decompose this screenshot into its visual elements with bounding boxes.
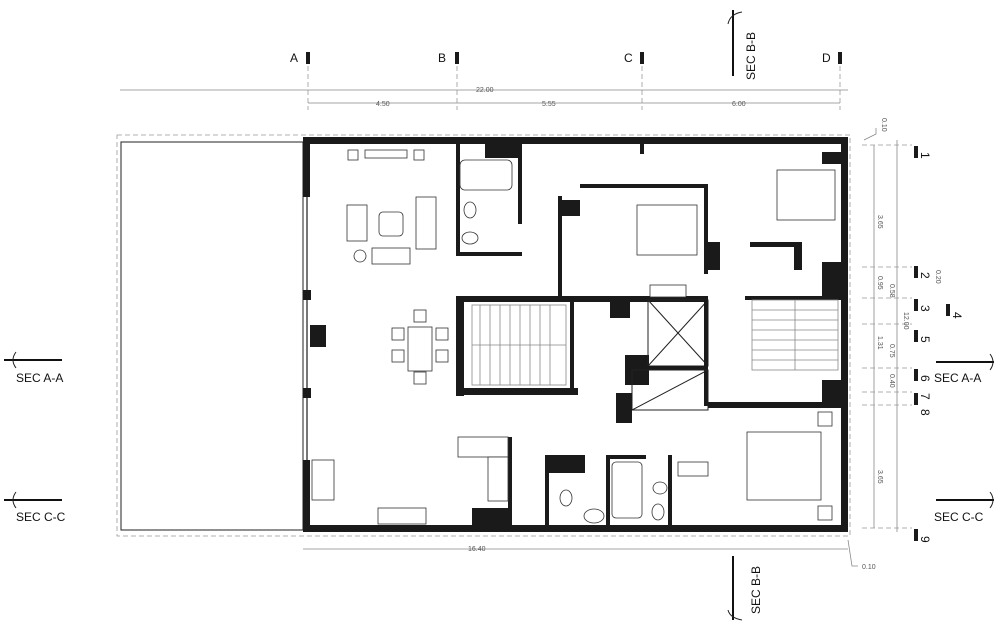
grid-label-5: 5 xyxy=(918,336,932,343)
bathtub xyxy=(611,461,643,519)
grid-label-b: B xyxy=(438,51,446,65)
dim-total-depth: 12.00 xyxy=(902,312,909,330)
kitchen-sink xyxy=(377,507,427,525)
grid-label-6: 6 xyxy=(918,375,932,382)
bottom-dimensions: 16.40 0.10 xyxy=(303,539,876,571)
grid-label-8: 8 xyxy=(918,409,932,416)
dim-offset-bottom: 0.10 xyxy=(862,564,876,571)
grid-label-c: C xyxy=(624,51,633,65)
dim-row-8-9: 3.65 xyxy=(876,470,883,484)
section-markers-left: SEC A-A SEC C-C xyxy=(4,351,66,524)
building xyxy=(116,134,851,537)
sink xyxy=(652,481,668,495)
dim-span-bc: 5.55 xyxy=(542,101,556,108)
dim-span-ab: 4.50 xyxy=(376,101,390,108)
dim-row-2-4: 0.20 xyxy=(934,270,941,284)
sofa xyxy=(371,247,411,265)
right-dimensions: 3.65 0.95 0.20 0.58 12.00 1.31 0.75 0.40… xyxy=(862,118,941,532)
dim-offset-top: 0.10 xyxy=(880,118,887,132)
grid-label-a: A xyxy=(290,51,298,65)
bed xyxy=(636,204,698,256)
sink xyxy=(583,508,605,524)
coffee-table xyxy=(378,211,404,237)
grid-label-9: 9 xyxy=(918,536,932,543)
grid-label-7: 7 xyxy=(918,393,932,400)
section-marker-bb-bottom: SEC B-B xyxy=(727,556,763,621)
dim-row-3-5: 0.58 xyxy=(888,284,895,298)
desk xyxy=(649,284,687,298)
stove xyxy=(487,456,509,502)
staircase-2 xyxy=(751,299,839,371)
toilet xyxy=(559,489,573,507)
section-label-cc-left: SEC C-C xyxy=(16,510,66,524)
sink xyxy=(461,231,479,245)
kitchen-counter xyxy=(457,436,509,458)
tv-unit xyxy=(364,149,408,159)
section-label-bb-bottom: SEC B-B xyxy=(749,566,763,614)
dim-row-5-6: 1.31 xyxy=(876,336,883,350)
dim-span-cd: 6.00 xyxy=(732,101,746,108)
section-label-aa-right: SEC A-A xyxy=(934,371,981,385)
bed xyxy=(776,169,836,221)
grid-label-d: D xyxy=(822,51,831,65)
top-dimensions: 22.00 4.50 5.55 6.00 xyxy=(120,87,848,108)
toilet xyxy=(463,201,477,219)
sofa xyxy=(415,196,437,250)
section-label-aa-left: SEC A-A xyxy=(16,371,63,385)
grid-label-2: 2 xyxy=(918,272,932,279)
furniture xyxy=(311,149,836,525)
dining-table xyxy=(407,326,433,372)
grid-row-markers: 1 2 3 4 5 6 7 8 9 xyxy=(914,146,964,543)
dim-row-7-8: 0.40 xyxy=(888,374,895,388)
dim-row-1-2: 3.65 xyxy=(876,215,883,229)
dim-row-2-3: 0.95 xyxy=(876,276,883,290)
section-markers-right: SEC A-A SEC C-C xyxy=(934,353,994,524)
grid-column-markers: A B C D xyxy=(290,51,842,110)
section-label-bb-top: SEC B-B xyxy=(744,32,758,80)
bathtub xyxy=(459,159,513,191)
grid-label-1: 1 xyxy=(918,152,932,159)
sofa xyxy=(346,204,368,242)
bed xyxy=(746,431,822,501)
grid-label-4: 4 xyxy=(950,312,964,319)
dim-row-6-7: 0.75 xyxy=(888,344,895,358)
toilet xyxy=(651,503,665,521)
dim-bottom-width: 16.40 xyxy=(468,546,486,553)
section-label-cc-right: SEC C-C xyxy=(934,510,984,524)
dim-total-width: 22.00 xyxy=(476,87,494,94)
staircase-1 xyxy=(471,304,567,386)
section-marker-bb-top: SEC B-B xyxy=(727,10,758,80)
fridge xyxy=(311,459,335,501)
terrace xyxy=(120,141,304,531)
desk xyxy=(677,461,709,477)
grid-label-3: 3 xyxy=(918,305,932,312)
